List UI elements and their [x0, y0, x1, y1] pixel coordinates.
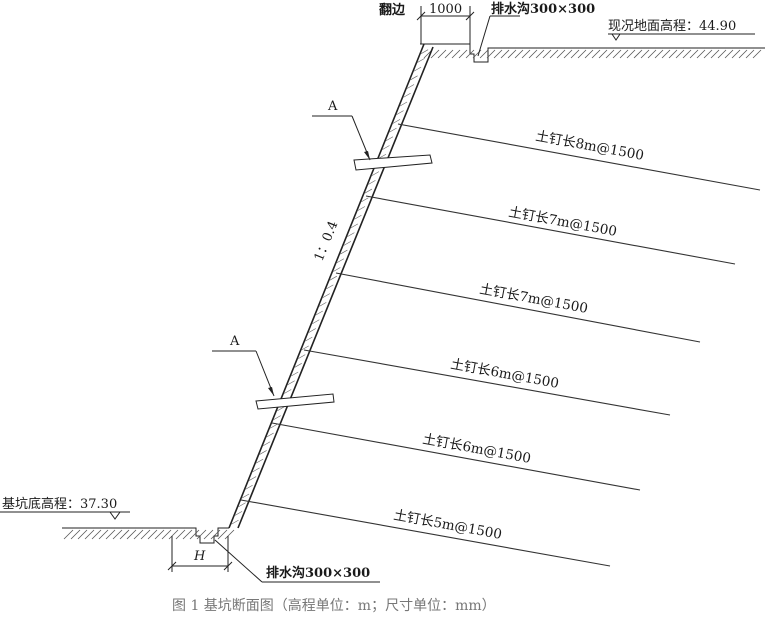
drain-top-leader [477, 15, 520, 57]
ground-hatch-bottom [63, 529, 235, 540]
nail-line-5 [271, 422, 641, 491]
drain-top-label: 排水沟300×300 [491, 1, 595, 17]
nail-label-5: 土钉长6m@1500 [421, 431, 532, 467]
flange-dimension [416, 6, 475, 44]
drain-width-label: H [193, 549, 206, 564]
ground-hatch-top [423, 49, 762, 59]
nail-line-3 [335, 272, 701, 343]
figure-caption: 图 1 基坑断面图（高程单位：m；尺寸单位：mm） [172, 597, 496, 614]
drain-width-dimension [167, 536, 233, 572]
section-mark-upper [312, 115, 433, 171]
section-mark-lower [212, 350, 335, 410]
nail-label-3: 土钉长7m@1500 [478, 281, 589, 317]
slope-face [228, 43, 434, 529]
drain-bottom-leader [214, 539, 380, 583]
nail-label-6: 土钉长5m@1500 [392, 507, 503, 543]
nail-line-6 [240, 499, 611, 567]
base-elevation-label: 基坑底高程：37.30 [2, 496, 117, 512]
pit-base [62, 527, 235, 544]
nail-label-4: 土钉长6m@1500 [449, 356, 560, 392]
nail-label-2: 土钉长7m@1500 [507, 204, 618, 240]
flange-label: 翻边 [379, 2, 406, 18]
section-mark-lower-label: A [229, 334, 240, 349]
slope-ratio-label: 1：0.4 [312, 219, 342, 264]
ground-elevation-marker [608, 33, 755, 41]
base-elevation-marker [0, 511, 130, 520]
soil-nails [240, 123, 761, 567]
ground-surface [420, 43, 765, 63]
nail-line-4 [303, 349, 671, 416]
nail-line-2 [365, 195, 736, 265]
section-mark-upper-label: A [327, 99, 338, 114]
flange-width-label: 1000 [429, 2, 462, 17]
nail-line-1 [397, 123, 761, 191]
ground-elevation-label: 现况地面高程：44.90 [608, 18, 736, 34]
drain-bottom-label: 排水沟300×300 [266, 565, 370, 581]
